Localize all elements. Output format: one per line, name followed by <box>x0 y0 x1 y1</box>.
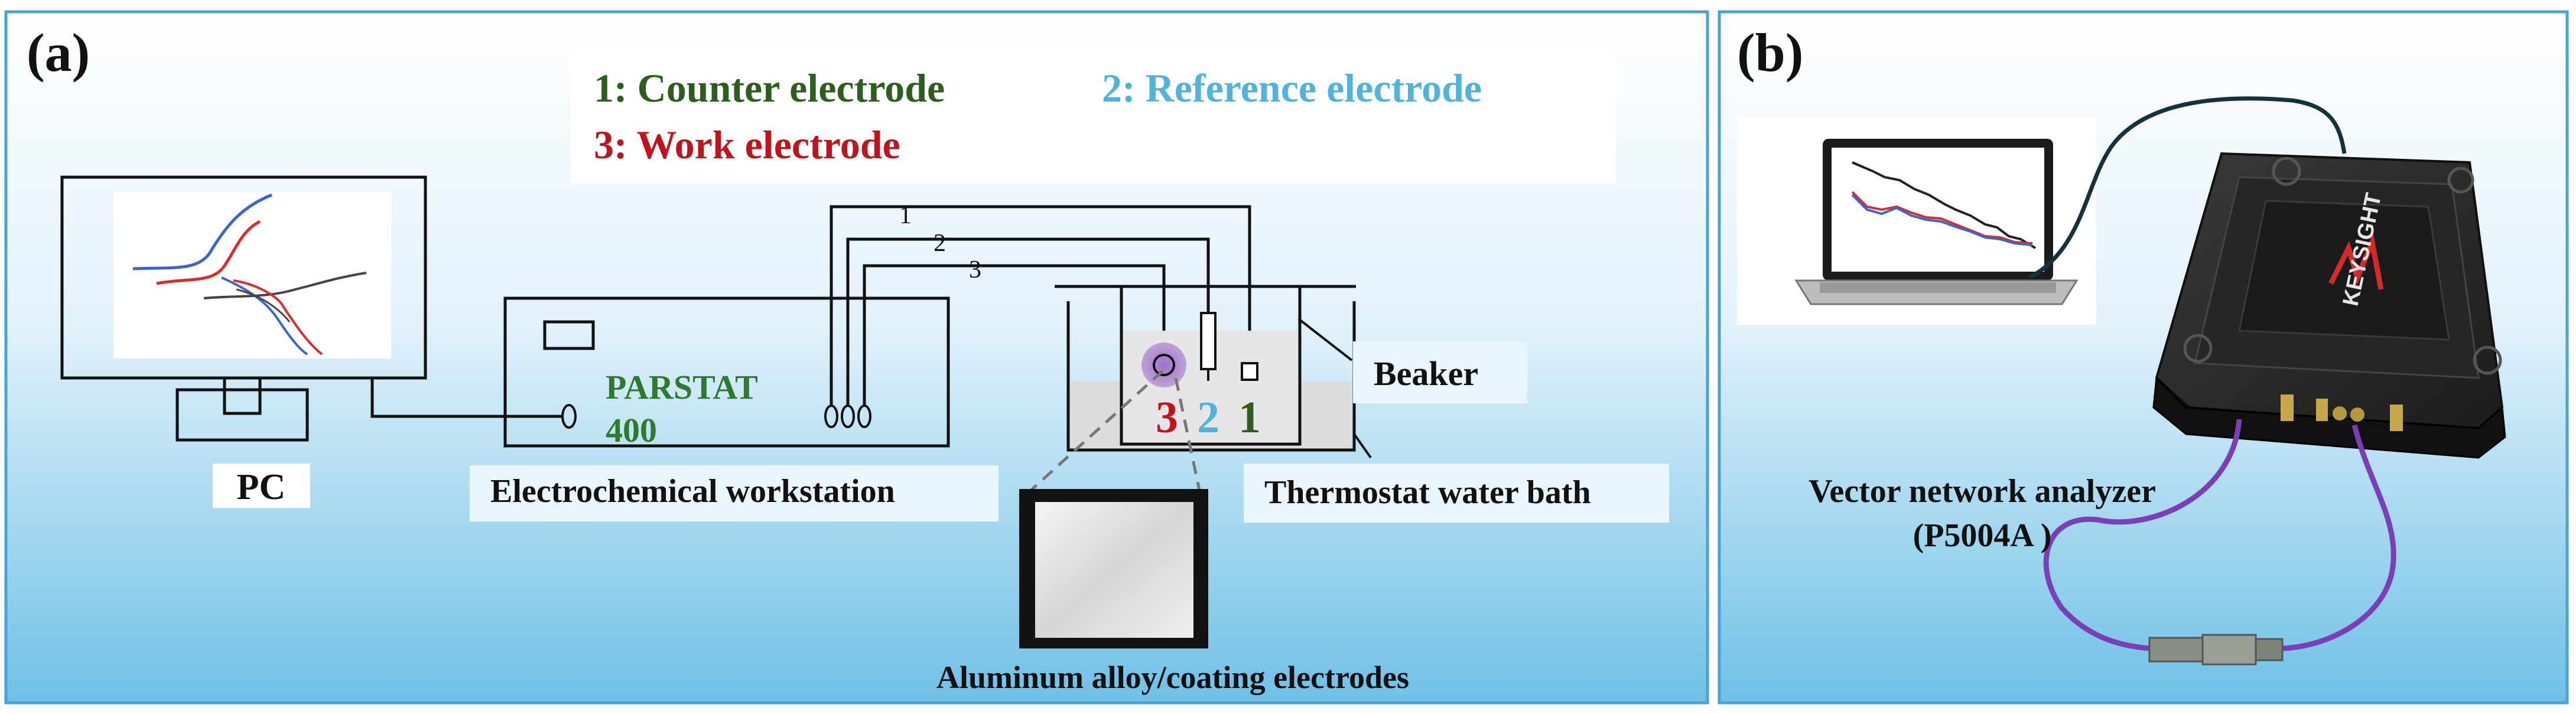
pc-label-box <box>213 464 310 508</box>
sample-label: Aluminum alloy/coating electrodes <box>936 660 1409 695</box>
vna-label-line1: Vector network analyzer <box>1809 473 2156 510</box>
legend-work: 3: Work electrode <box>594 122 900 167</box>
pc-port <box>561 404 577 429</box>
workstation-label: Electrochemical workstation <box>490 473 895 510</box>
bath-pointer <box>1353 433 1372 459</box>
legend-box <box>570 50 1616 183</box>
counter-electrode <box>1241 362 1258 381</box>
electrode-number-3: 3 <box>1156 393 1178 442</box>
electrode-number-2: 2 <box>1197 393 1219 442</box>
legend-counter: 1: Counter electrode <box>594 66 945 110</box>
pc-cable <box>370 378 561 418</box>
sample-photo-plate <box>1035 502 1193 638</box>
test-cable-left <box>2043 419 2242 651</box>
cable-adapter-mid <box>2201 634 2257 666</box>
cable-adapter-right <box>2255 638 2284 661</box>
test-cable-right <box>2280 424 2396 651</box>
panel-a: (a) 1: Counter electrode 2: Reference el… <box>4 10 1709 705</box>
beaker-label: Beaker <box>1374 354 1478 393</box>
workstation-box <box>503 296 950 448</box>
pc-stand-base <box>175 388 309 442</box>
pc-screen-plot <box>113 192 391 358</box>
panel-a-label: (a) <box>27 22 90 83</box>
bath-label-box <box>1244 464 1669 523</box>
laptop-usb-cable <box>2028 96 2347 280</box>
wire-number-2: 2 <box>934 230 946 257</box>
cable-adapter-left <box>2148 637 2204 663</box>
electrode-number-1: 1 <box>1238 393 1261 442</box>
workstation-display <box>543 320 595 350</box>
beaker <box>1120 286 1302 446</box>
panel-b-label: (b) <box>1737 22 1803 83</box>
zoom-line-right <box>1174 377 1201 491</box>
pc-label: PC <box>237 467 286 507</box>
pc-stand-neck <box>223 376 262 415</box>
work-electrode-highlight <box>1141 343 1186 387</box>
vna-label-line2: (P5004A ) <box>1913 517 2052 554</box>
pc-monitor <box>60 175 427 380</box>
workstation-model: 400 <box>606 411 657 449</box>
reference-electrode <box>1200 312 1217 370</box>
bath-label: Thermostat water bath <box>1264 474 1591 511</box>
panel-b: (b) KEYSIGHT <box>1718 10 2569 705</box>
legend-reference: 2: Reference electrode <box>1102 66 1482 110</box>
wire-number-1: 1 <box>899 202 912 229</box>
vna-device: KEYSIGHT <box>2152 152 2506 459</box>
workstation-brand: PARSTAT <box>606 368 758 406</box>
work-electrode <box>1153 354 1175 376</box>
zoom-line-left <box>1030 370 1164 491</box>
beaker-pointer <box>1297 318 1353 361</box>
laptop <box>1794 139 2079 305</box>
beaker-label-box <box>1353 341 1527 403</box>
workstation-label-box <box>470 465 998 521</box>
wire-number-3: 3 <box>969 256 981 283</box>
